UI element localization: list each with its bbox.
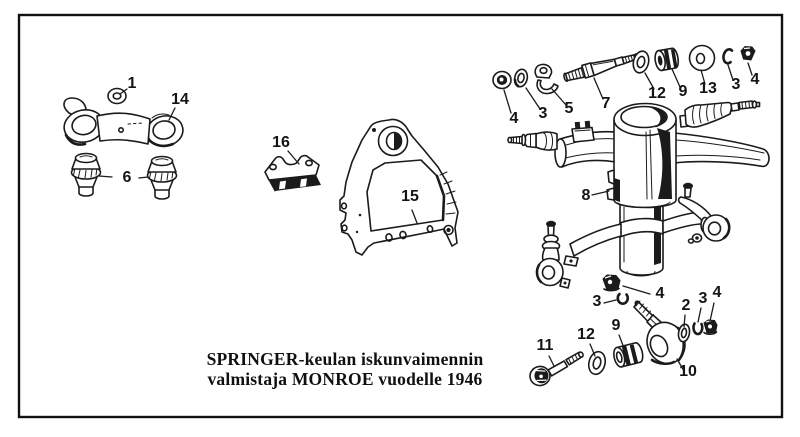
part-label-16: 16 <box>272 134 290 151</box>
part-label-11: 11 <box>537 337 554 354</box>
part-label-2: 2 <box>682 297 691 314</box>
stud-7 <box>563 53 640 82</box>
part-label-8: 8 <box>582 187 591 204</box>
washer-13 <box>688 44 716 72</box>
part-label-6: 6 <box>123 169 132 186</box>
part-1-washer <box>107 87 127 105</box>
part-14-rocker-link <box>63 97 184 148</box>
bottom-hardware <box>529 274 718 387</box>
part-6-bushings <box>70 152 178 200</box>
leader-lines <box>98 62 753 372</box>
lock-washer-3-bottom-right <box>692 322 704 336</box>
part-label-12: 12 <box>648 85 666 102</box>
part-label-10: 10 <box>679 363 697 380</box>
washer-12-bottom <box>587 350 607 376</box>
part-label-3: 3 <box>699 290 708 307</box>
part-16-clamp-bracket <box>264 154 321 192</box>
part-label-9: 9 <box>679 83 688 100</box>
part-label-4: 4 <box>713 284 722 301</box>
part-label-3: 3 <box>732 76 741 93</box>
bushing-9-bottom <box>613 342 644 368</box>
crossbar-left-arm <box>507 120 617 168</box>
washer-3-top-left <box>513 68 529 88</box>
nut-4-top-left <box>492 70 512 90</box>
part-label-4: 4 <box>656 285 665 302</box>
part-label-5: 5 <box>565 100 574 117</box>
part-label-3: 3 <box>539 105 548 122</box>
caption: SPRINGER-keulan iskunvaimennin valmistaj… <box>187 349 503 389</box>
crossbar-right-arm <box>673 100 770 168</box>
nut-4-bottom-right <box>703 319 718 335</box>
left-stud-assembly <box>507 131 558 151</box>
top-hardware-row <box>492 44 756 95</box>
caption-line-2: valmistaja MONROE vuodelle 1946 <box>207 368 483 389</box>
right-eye-arm <box>677 182 731 244</box>
left-eye-arm <box>535 220 579 289</box>
bolt-11 <box>529 351 584 387</box>
caption-line-1: SPRINGER-keulan iskunvaimennin <box>206 349 484 369</box>
part-15-mounting-bracket <box>339 118 459 256</box>
nut-4-bottom <box>602 274 621 292</box>
nut-4-top-right <box>740 45 756 61</box>
part-label-15: 15 <box>401 188 419 205</box>
part-label-1: 1 <box>128 75 137 92</box>
washer-2 <box>677 323 691 343</box>
part-label-13: 13 <box>699 80 717 97</box>
part-label-3: 3 <box>593 293 602 310</box>
part-label-7: 7 <box>602 95 611 112</box>
lock-washer-3-bottom <box>616 292 630 305</box>
part-label-4: 4 <box>510 110 519 127</box>
lock-washer-3-top-right <box>722 48 734 65</box>
part-label-9: 9 <box>612 317 621 334</box>
clamp-straps <box>569 211 703 257</box>
part-label-4: 4 <box>751 71 760 88</box>
eye-stud-10 <box>633 300 686 366</box>
right-stud-assembly <box>679 100 761 128</box>
part-label-12: 12 <box>577 326 595 343</box>
part-label-14: 14 <box>171 91 189 108</box>
washer-12-top <box>632 50 650 74</box>
bushing-9-top <box>654 47 680 72</box>
